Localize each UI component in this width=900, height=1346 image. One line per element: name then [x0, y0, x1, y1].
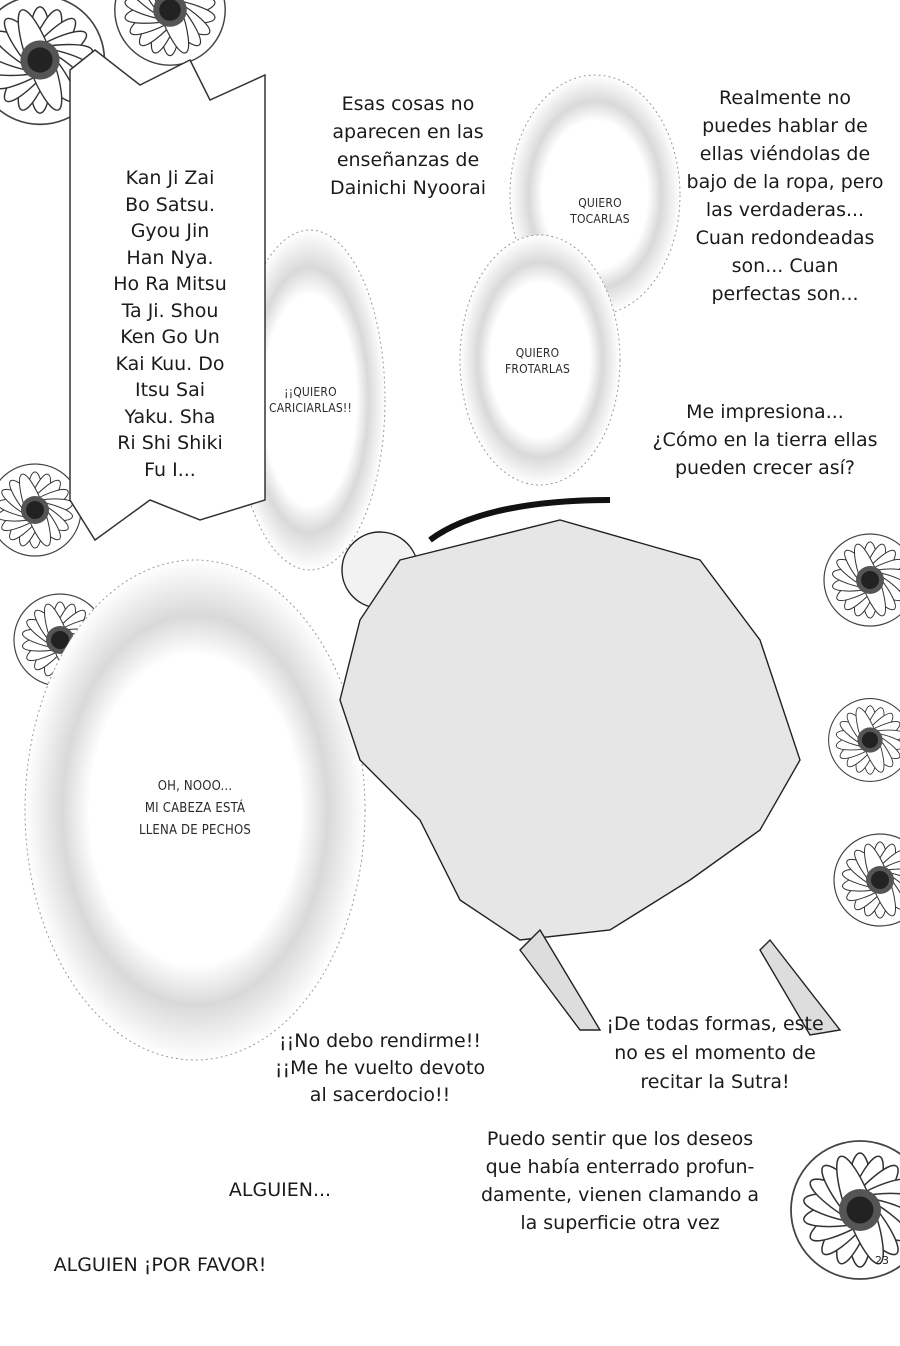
sutra-text: Kan Ji Zai Bo Satsu. Gyou Jin Han Nya. H…: [113, 167, 227, 481]
speech-box: [69, 49, 266, 542]
acariciarlas-text: ¡¡QUIERO CARICIARLAS!!: [269, 385, 352, 415]
puedo-sentir-text: Puedo sentir que los deseos que había en…: [480, 1128, 760, 1234]
no-debo-text: ¡¡No debo rendirme!! ¡¡Me he vuelto devo…: [274, 1030, 486, 1106]
quiero-frotarlas-text: QUIERO FROTARLAS: [504, 346, 571, 376]
quiero-tocarlas-text: QUIERO TOCARLAS: [570, 196, 630, 226]
alguien-text: ALGUIEN...: [228, 1179, 332, 1201]
impresiona-text: Me impresiona... ¿Cómo en la tierra ella…: [652, 401, 878, 479]
realmente-text: Realmente no puedes hablar de ellas vién…: [686, 87, 884, 305]
oh-nooo-text: OH, NOOO... MI CABEZA ESTÁ LLENA DE PECH…: [138, 779, 252, 838]
dainichi-text: Esas cosas no aparecen en las enseñanzas…: [329, 93, 487, 199]
monk-figure: [339, 497, 842, 1036]
alguien-favor-text: ALGUIEN ¡POR FAVOR!: [53, 1254, 267, 1276]
thought-burst: [24, 74, 681, 1061]
de-todas-text: ¡De todas formas, este no es el momento …: [606, 1013, 824, 1093]
page-number: 23: [875, 1254, 889, 1267]
